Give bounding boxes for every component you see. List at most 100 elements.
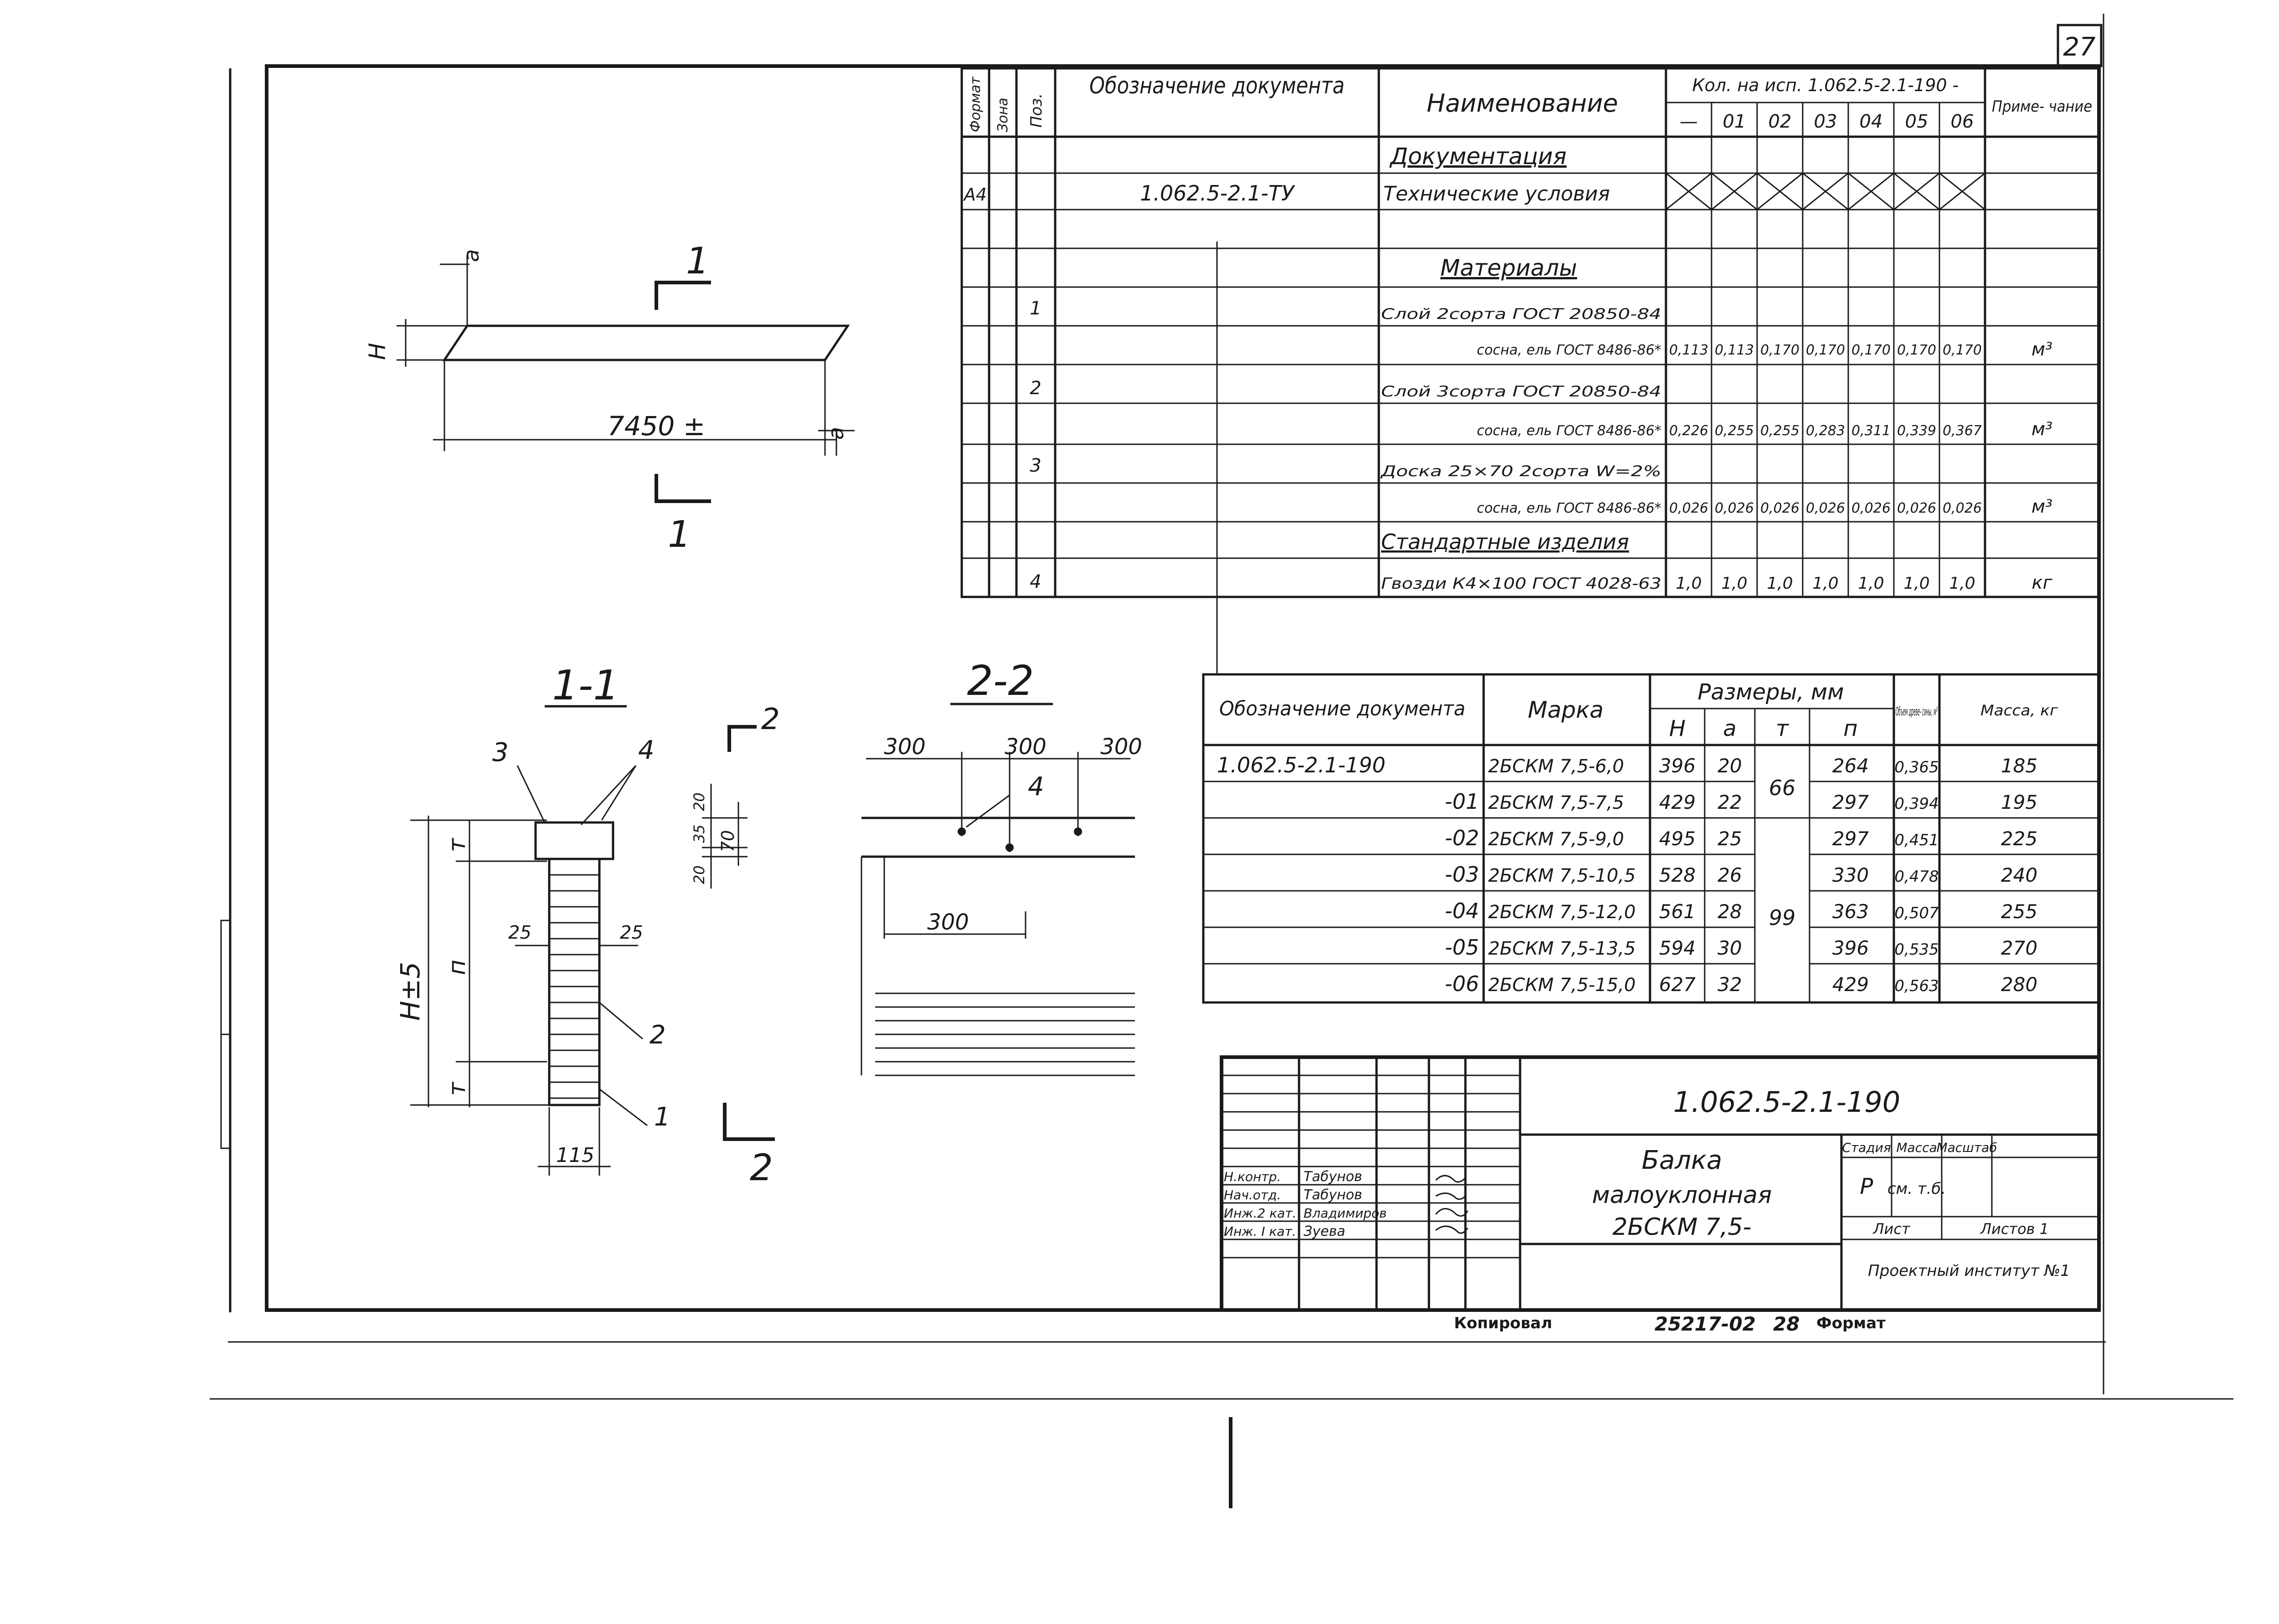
variant-col-3: 03	[1814, 111, 1837, 132]
dim-20a: 20	[691, 792, 708, 811]
section-1-title: 1-1	[552, 662, 619, 709]
elevation-a-top: а	[459, 249, 484, 262]
row-mass: 195	[2001, 791, 2037, 813]
variant-col-6: 06	[1951, 111, 1974, 132]
row-H: 528	[1659, 864, 1696, 886]
sizes-row: -04 2БСКМ 7,5-12,0 561 28 363 0,507 255	[1445, 899, 2037, 923]
row-designation: -03	[1445, 862, 1479, 887]
section-2-2	[702, 703, 1135, 1076]
variant-col-4: 04	[1860, 111, 1883, 132]
material-name-2: сосна, ель ГОСТ 8486-86*	[1477, 342, 1661, 358]
row-H: 627	[1659, 973, 1696, 996]
row-n: 297	[1832, 791, 1869, 813]
row-a: 26	[1717, 864, 1742, 886]
sheets-label: Листов 1	[1980, 1220, 2049, 1238]
section-1-1	[410, 705, 775, 1176]
stage-value: Р	[1860, 1174, 1873, 1199]
role-2: Нач.отд.	[1224, 1187, 1281, 1203]
material-val: 0,283	[1806, 423, 1845, 439]
material-val: 0,170	[1806, 342, 1845, 358]
dim-70: 70	[718, 830, 738, 852]
material-name-2: сосна, ель ГОСТ 8486-86*	[1477, 423, 1661, 439]
title-code: 1.062.5-2.1-190	[1673, 1085, 1900, 1119]
material-val: 0,113	[1715, 342, 1754, 358]
org-name: Проектный институт №1	[1868, 1262, 2070, 1280]
row-n: 429	[1832, 973, 1869, 996]
material-pos: 1	[1030, 298, 1041, 319]
row-volume: 0,394	[1894, 795, 1939, 813]
material-val: 0,026	[1669, 500, 1708, 516]
sizes-header-n: п	[1843, 716, 1857, 741]
row-designation: -02	[1445, 826, 1479, 850]
sizes-header-volume: Объем древе- сины, м³	[1896, 705, 1938, 719]
row-a: 32	[1717, 973, 1742, 996]
dim-25-left: 25	[508, 922, 531, 943]
name-2: Табунов	[1304, 1187, 1362, 1203]
footer-format: Формат	[1816, 1314, 1886, 1332]
material-name-1: Слой 2сорта ГОСТ 20850-84	[1381, 305, 1661, 323]
section-2-title: 2-2	[967, 657, 1034, 705]
sizes-row: -02 2БСКМ 7,5-9,0 495 25 297 0,451 225	[1445, 826, 2037, 850]
row-mass: 270	[2001, 937, 2037, 959]
row-designation: -04	[1445, 899, 1479, 923]
nail-unit: кг	[2032, 572, 2052, 593]
row-mark: 2БСКМ 7,5-10,5	[1488, 865, 1636, 886]
nail-val: 1,0	[1767, 574, 1793, 593]
callout-3: 3	[492, 738, 509, 767]
material-val: 0,026	[1715, 500, 1754, 516]
dim-25-right: 25	[620, 922, 643, 943]
dim-m-bottom: т	[443, 1081, 471, 1096]
variant-col-0: —	[1680, 111, 1698, 132]
material-val: 0,339	[1897, 423, 1936, 439]
cut-mark-2b: 2	[761, 703, 780, 736]
row-a: 30	[1717, 937, 1742, 959]
callout-1: 1	[654, 1102, 670, 1132]
sizes-header-designation: Обозначение документа	[1219, 697, 1465, 720]
material-unit: м³	[2032, 419, 2052, 440]
elevation-a-right: а	[824, 427, 848, 440]
section-mark-bottom: 1	[668, 513, 691, 555]
dim-m-top: т	[443, 838, 471, 852]
sizes-row: -05 2БСКМ 7,5-13,5 594 30 396 0,535 270	[1445, 935, 2037, 960]
name-4: Зуева	[1304, 1223, 1346, 1239]
name-1: Табунов	[1304, 1169, 1362, 1185]
dim-H5: Н±5	[395, 962, 426, 1021]
material-val: 0,026	[1897, 500, 1936, 516]
nail-row: 4 Гвозди К4×100 ГОСТ 4028-63 1,0 1,0 1,0…	[1030, 571, 2052, 593]
sizes-row: -03 2БСКМ 7,5-10,5 528 26 330 0,478 240	[1445, 862, 2037, 887]
variant-col-1: 01	[1723, 111, 1746, 132]
m-value-66: 66	[1769, 776, 1796, 800]
variant-col-2: 02	[1769, 111, 1792, 132]
spec-header-pos: Поз.	[1027, 93, 1046, 128]
elevation-length: 7450 ±	[608, 411, 706, 442]
material-val: 0,026	[1760, 500, 1799, 516]
material-val: 0,170	[1943, 342, 1982, 358]
doc-format: А4	[963, 185, 987, 205]
dim-300-3: 300	[1100, 734, 1142, 760]
row-mark: 2БСКМ 7,5-12,0	[1488, 902, 1636, 923]
dim-300-2: 300	[1005, 734, 1047, 760]
material-pos: 3	[1030, 455, 1041, 476]
nail-val: 1,0	[1858, 574, 1884, 593]
title-line3: 2БСКМ 7,5-	[1613, 1213, 1752, 1241]
row-designation: 1.062.5-2.1-190	[1217, 753, 1386, 777]
cut-mark-2: 2	[750, 1146, 773, 1189]
nail-pos: 4	[1030, 571, 1041, 592]
row-H: 396	[1659, 755, 1696, 777]
material-val: 0,026	[1806, 500, 1845, 516]
row-H: 561	[1659, 900, 1696, 923]
sizes-row: -01 2БСКМ 7,5-7,5 429 22 297 0,394 195	[1445, 789, 2037, 814]
row-mass: 255	[2001, 900, 2037, 923]
row-volume: 0,478	[1894, 868, 1939, 886]
sizes-row: 1.062.5-2.1-190 2БСКМ 7,5-6,0 396 20 264…	[1217, 753, 2037, 777]
spec-header-format: Формат	[968, 76, 984, 132]
sizes-rows: 1.062.5-2.1-190 2БСКМ 7,5-6,0 396 20 264…	[1217, 753, 2037, 996]
callout-4b: 4	[1028, 772, 1044, 802]
name-3: Владимиров	[1304, 1206, 1387, 1221]
footer-copied: Копировал	[1454, 1314, 1552, 1332]
material-val: 0,170	[1851, 342, 1891, 358]
nail-val: 1,0	[1721, 574, 1747, 593]
material-val: 0,026	[1851, 500, 1891, 516]
row-n: 297	[1832, 827, 1869, 850]
